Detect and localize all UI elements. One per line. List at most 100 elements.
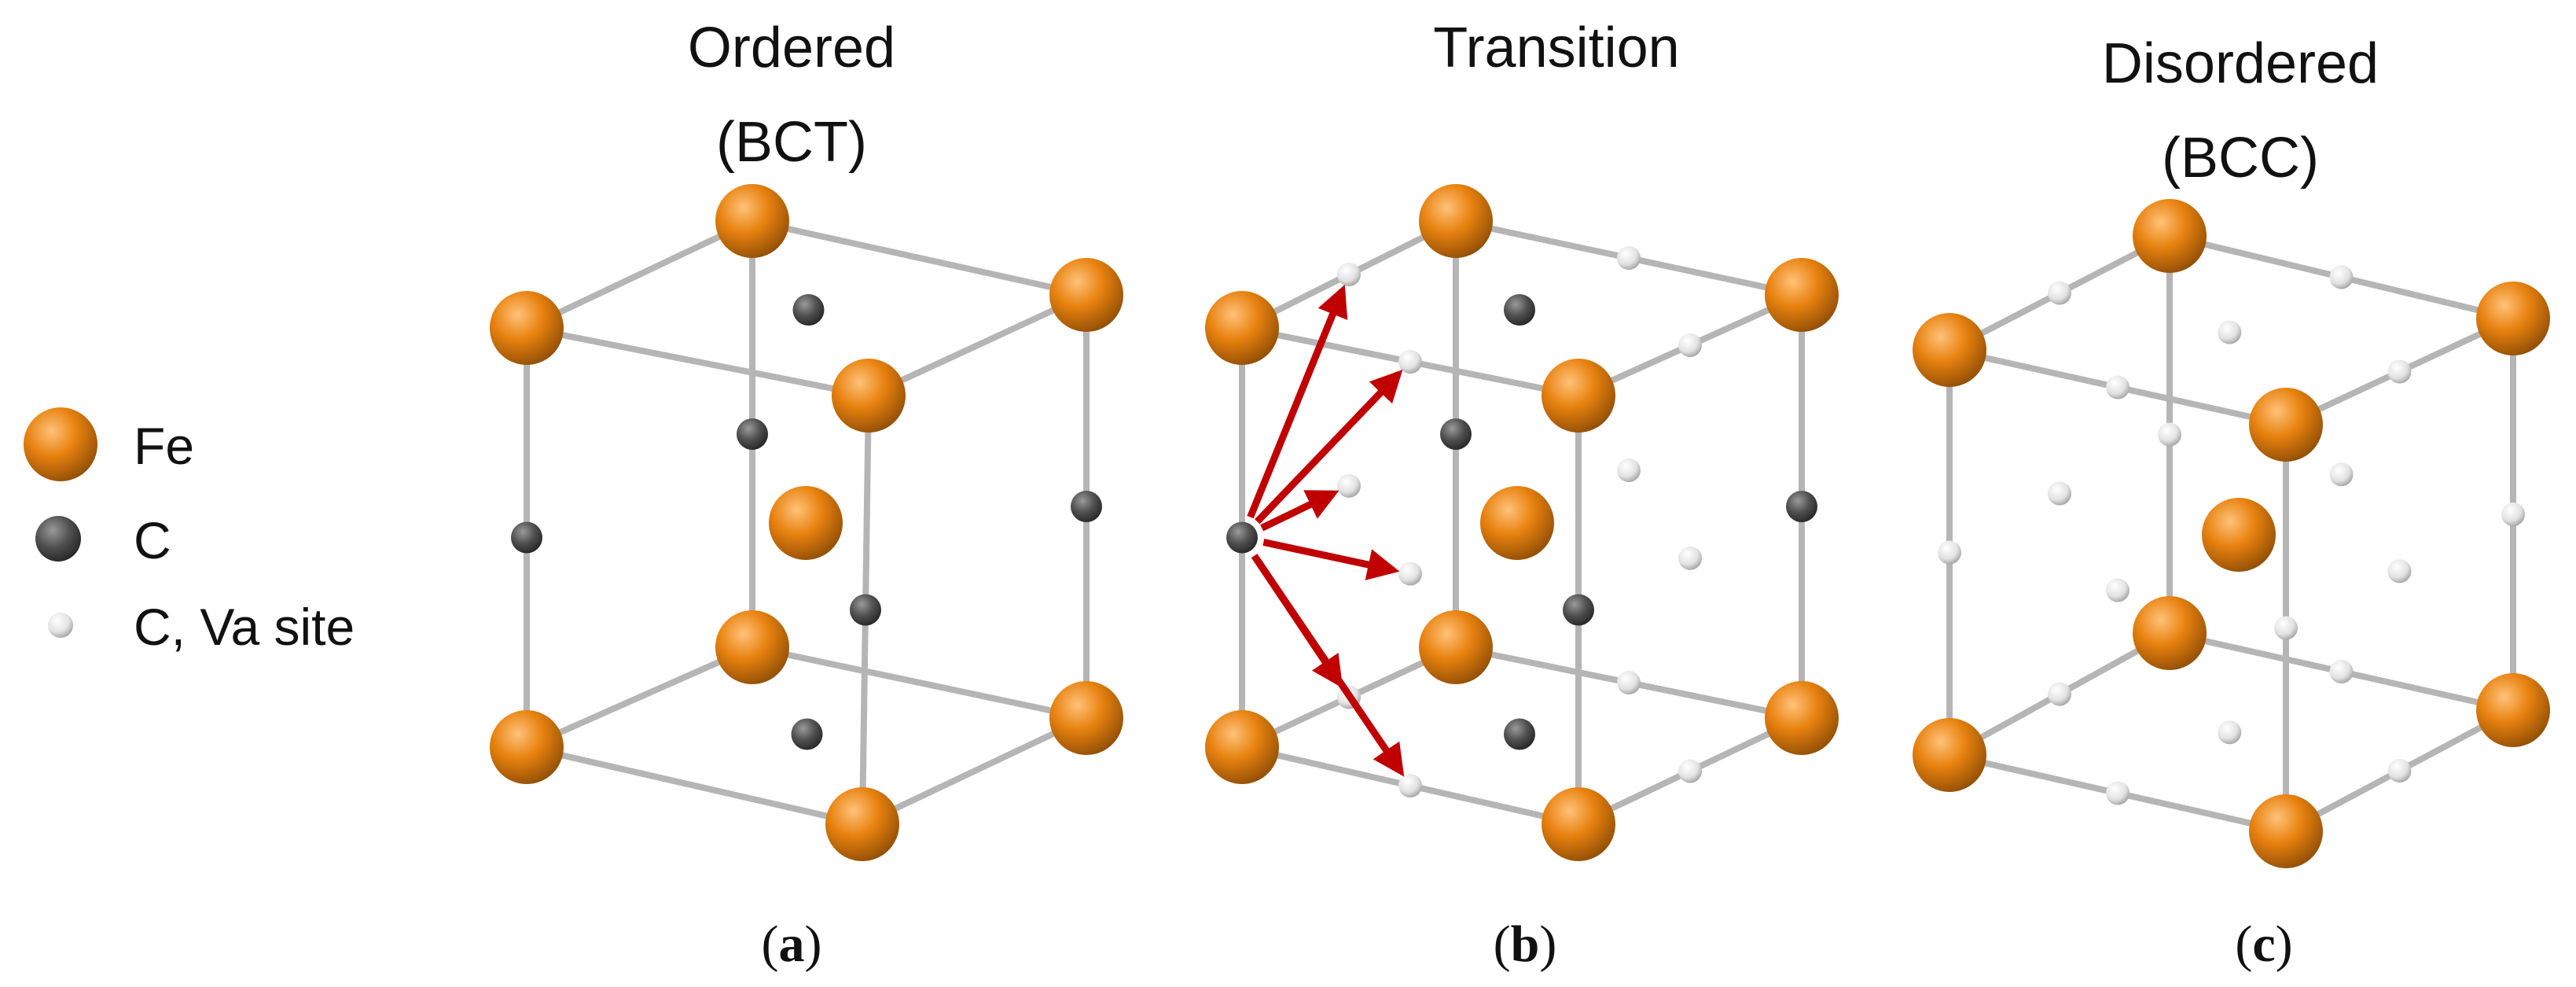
- carbon-atom-a-top: [792, 294, 825, 326]
- panel-transition: Transition (b): [1205, 17, 1839, 973]
- fe-atom-a-corner-4: [490, 710, 564, 784]
- empty-site-c-edge-8: [1938, 540, 1961, 565]
- legend-site-icon: [48, 613, 73, 638]
- cell-edge-a-7: [524, 644, 755, 750]
- panel-b-caption: (b): [1494, 915, 1557, 973]
- fe-atom-a-corner-1: [832, 359, 906, 433]
- legend-site-label: C, Va site: [134, 598, 355, 656]
- empty-site-c-edge-1: [2387, 359, 2412, 384]
- legend: Fe C C, Va site: [24, 407, 355, 656]
- empty-site-c-face-0: [2106, 578, 2130, 602]
- fe-atom-c-corner-5: [2249, 794, 2323, 868]
- empty-site-c-face-4: [2218, 320, 2242, 344]
- fe-atom-a-corner-3: [715, 184, 789, 258]
- empty-site-c-edge-2: [2329, 265, 2354, 289]
- panel-c-title-line-2: (BCC): [2162, 127, 2319, 190]
- empty-site-c-face-3: [2048, 481, 2071, 506]
- cell-edge-a-1: [865, 292, 1090, 399]
- carbon-atom-b-edge-2: [1440, 418, 1472, 450]
- fe-atom-a-center: [769, 486, 843, 560]
- legend-fe-label: Fe: [134, 417, 194, 475]
- carbon-atom-a-edge-3: [737, 418, 768, 450]
- empty-site-b-face-1: [1678, 546, 1702, 570]
- crystal-cell-b: [1205, 184, 1839, 861]
- panel-c-title-line-1: Disordered: [2102, 32, 2379, 95]
- fe-atom-c-corner-2: [2476, 282, 2550, 355]
- empty-site-c-edge-9: [2274, 616, 2298, 640]
- empty-site-b-edge-6: [1617, 671, 1641, 694]
- cell-edge-a-4: [524, 744, 865, 827]
- fe-atom-c-corner-4: [1913, 718, 1986, 792]
- cell-edge-a-6: [749, 644, 1090, 721]
- empty-site-b-edge-3: [1337, 263, 1361, 286]
- fe-atom-c-corner-1: [2249, 388, 2323, 462]
- fe-atom-c-center: [2202, 498, 2276, 572]
- jump-arrow-2: [1260, 490, 1339, 532]
- empty-site-c-face-5: [2218, 720, 2242, 745]
- fe-atom-b-corner-3: [1419, 184, 1493, 258]
- crystal-cell-c: [1913, 199, 2550, 868]
- jump-arrow-0: [1247, 284, 1348, 519]
- fe-atom-b-corner-4: [1205, 710, 1279, 784]
- fe-atom-a-corner-7: [715, 610, 789, 684]
- jump-arrow-1: [1255, 370, 1403, 525]
- fe-atom-b-corner-7: [1419, 610, 1493, 684]
- empty-site-c-edge-11: [2158, 422, 2181, 447]
- panel-c-caption: (c): [2235, 915, 2292, 973]
- fe-atom-b-center: [1480, 486, 1554, 560]
- carbon-atom-b-top: [1504, 294, 1535, 326]
- empty-site-c-edge-4: [2106, 781, 2130, 805]
- empty-site-c-edge-0: [2106, 375, 2130, 400]
- cell-edge-a-3: [524, 218, 755, 331]
- fe-atom-a-corner-5: [825, 787, 899, 861]
- panel-a-title-line-1: Ordered: [688, 17, 895, 79]
- crystal-cell-a: [490, 184, 1123, 861]
- empty-site-c-edge-10: [2501, 503, 2525, 526]
- empty-site-b-face-2: [1617, 459, 1641, 482]
- empty-site-b-face-3: [1337, 473, 1361, 498]
- empty-site-b-edge-1: [1678, 333, 1702, 357]
- empty-site-c-edge-6: [2329, 660, 2354, 683]
- fe-atom-a-corner-6: [1049, 681, 1123, 755]
- empty-site-b-edge-5: [1678, 759, 1702, 783]
- panel-ordered-bct: Ordered (BCT) (a): [490, 17, 1123, 973]
- empty-site-b-edge-2: [1617, 246, 1641, 270]
- fe-atom-c-corner-0: [1913, 313, 1986, 387]
- empty-site-b-edge-4: [1398, 774, 1422, 797]
- legend-carbon-icon: [35, 516, 81, 562]
- carbon-atom-b-edge-1: [1786, 491, 1817, 522]
- fe-atom-b-corner-6: [1765, 681, 1839, 755]
- fe-atom-b-corner-1: [1542, 359, 1615, 433]
- fe-atom-c-corner-7: [2133, 596, 2207, 670]
- empty-site-c-edge-5: [2387, 759, 2412, 783]
- empty-site-c-edge-3: [2048, 281, 2071, 305]
- panel-a-title-line-2: (BCT): [716, 111, 867, 174]
- carbon-atom-a-bottom: [791, 718, 823, 750]
- panel-b-title: Transition: [1433, 17, 1679, 79]
- carbon-atom-b-edge-0: [1563, 594, 1594, 626]
- fe-atom-c-corner-3: [2133, 199, 2207, 273]
- carbon-atom-b-jumping: [1226, 521, 1258, 554]
- empty-site-b-edge-0: [1398, 350, 1422, 374]
- fe-atom-b-corner-0: [1205, 291, 1279, 365]
- jump-arrow-5: [1251, 554, 1405, 777]
- panel-a-caption: (a): [762, 915, 822, 973]
- cell-edge-a-5: [859, 715, 1090, 827]
- empty-site-c-face-2: [2329, 462, 2354, 487]
- carbon-atom-a-edge-1: [850, 594, 881, 626]
- cell-edge-a-2: [749, 218, 1090, 298]
- legend-fe-icon: [24, 407, 97, 481]
- carbon-atom-b-bottom: [1504, 718, 1535, 750]
- panel-disordered-bcc: Disordered (BCC) (c): [1913, 32, 2550, 973]
- carbon-atom-a-edge-0: [511, 521, 542, 554]
- cell-edge-a-0: [524, 325, 872, 399]
- legend-carbon-label: C: [134, 511, 171, 569]
- jump-arrow-3: [1262, 538, 1400, 580]
- empty-site-c-face-1: [2387, 559, 2412, 584]
- fe-atom-a-corner-0: [490, 291, 564, 365]
- fe-atom-b-corner-5: [1542, 787, 1615, 861]
- carbon-atom-a-edge-2: [1071, 491, 1102, 522]
- fe-atom-c-corner-6: [2476, 673, 2550, 747]
- fe-atom-a-corner-2: [1049, 258, 1123, 332]
